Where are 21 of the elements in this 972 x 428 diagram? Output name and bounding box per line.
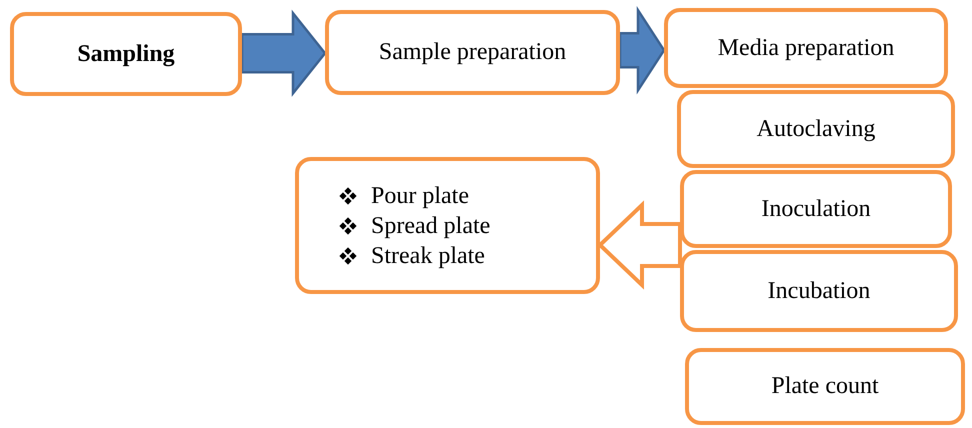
node-label: Sampling	[77, 40, 175, 68]
block-arrow	[240, 10, 327, 97]
process-box	[10, 12, 242, 96]
block-arrow	[618, 6, 666, 94]
process-box	[680, 170, 952, 248]
process-box	[677, 90, 955, 168]
list-item: Pour plate	[371, 182, 469, 210]
list-item: Spread plate	[371, 212, 490, 240]
node-label: Plate count	[771, 373, 879, 400]
process-box	[325, 10, 620, 95]
list-item: Streak plate	[371, 242, 485, 270]
node-label: Autoclaving	[756, 116, 876, 142]
node-label: Sample preparation	[378, 39, 566, 66]
rounded-box	[295, 157, 600, 294]
node-label: Incubation	[768, 278, 870, 304]
process-box	[680, 250, 958, 332]
node-label: Media preparation	[718, 34, 894, 62]
process-box	[664, 8, 948, 88]
process-box	[685, 348, 965, 425]
node-label: Inoculation	[761, 196, 871, 222]
block-arrow	[597, 200, 682, 290]
